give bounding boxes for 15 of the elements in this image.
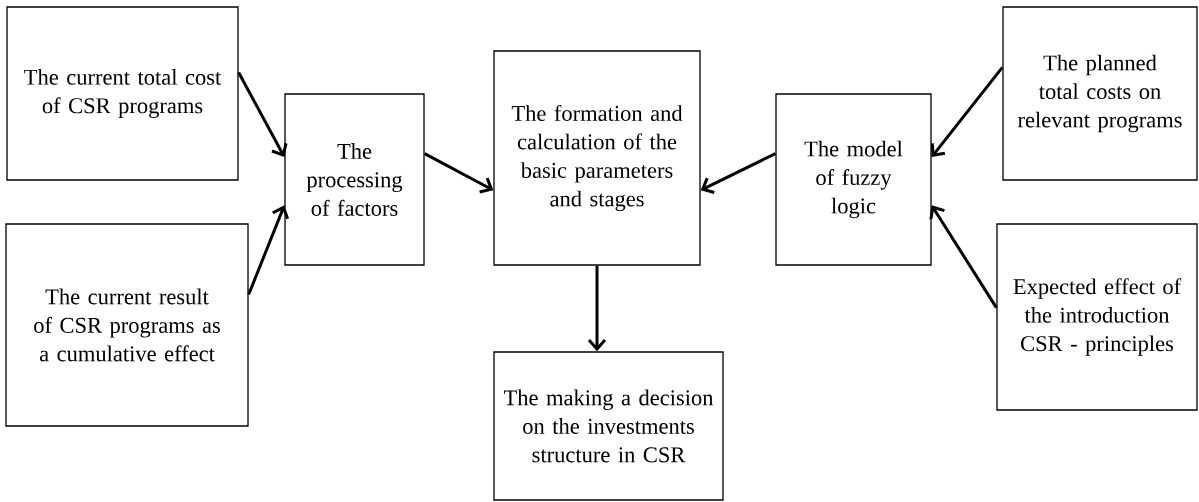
process-box: The current total cost of CSR programs — [6, 6, 239, 181]
arrow — [423, 152, 494, 194]
process-box: The model of fuzzy logic — [775, 93, 932, 266]
arrow — [237, 71, 288, 158]
process-box: The planned total costs on relevant programs — [1002, 6, 1198, 181]
process-box: Expected effect of the introduction CSR - principles — [996, 223, 1198, 411]
process-box: The making a decision on the investments structure in CSR — [493, 351, 724, 501]
process-box: The processing of factors — [284, 93, 425, 266]
arrow — [930, 66, 1004, 158]
process-box: The formation and calculation of the basic parameters and stages — [493, 50, 701, 266]
arrow — [587, 265, 607, 352]
process-box: The current result of CSR programs as a cumulative effect — [5, 223, 249, 427]
arrow — [247, 205, 289, 296]
arrow — [700, 152, 776, 194]
arrow — [929, 205, 998, 309]
